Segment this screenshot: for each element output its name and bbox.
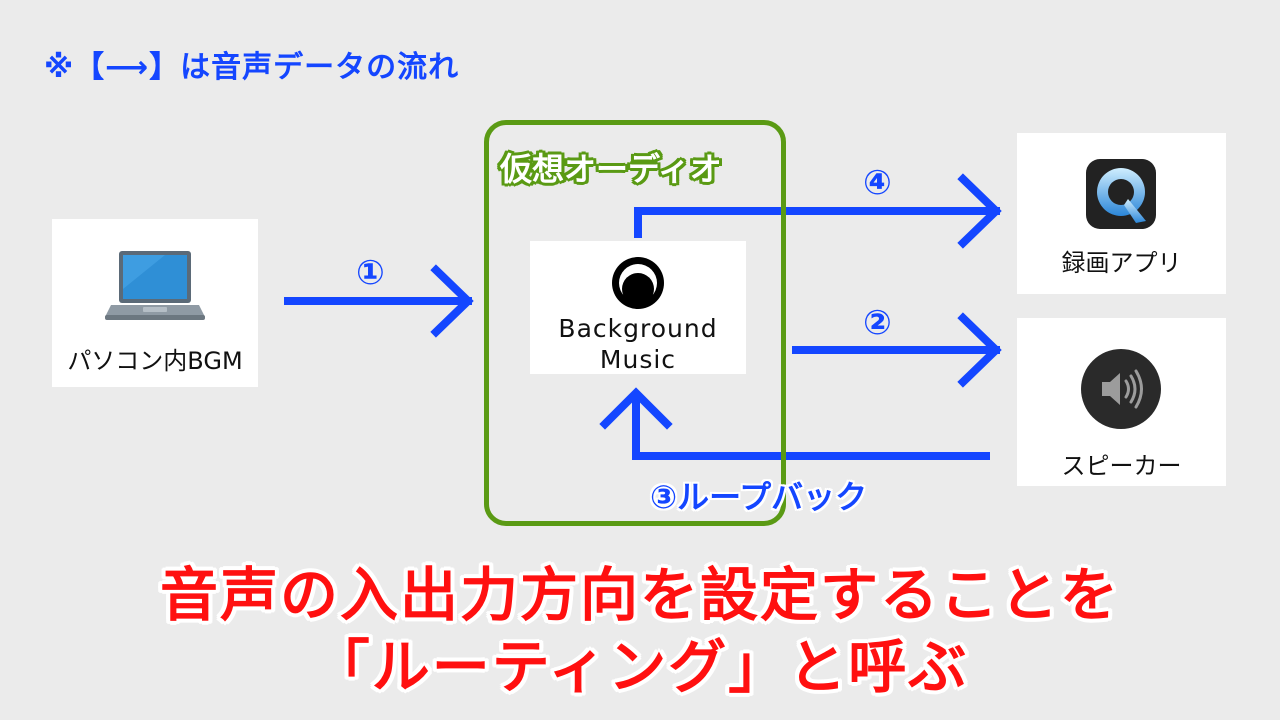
background-music-card: Background Music xyxy=(530,241,746,374)
step2-label: ② xyxy=(863,303,892,343)
recorder-label: 録画アプリ xyxy=(1061,249,1182,277)
speaker-card: スピーカー xyxy=(1017,318,1226,486)
arrow-step4 xyxy=(634,207,1000,238)
source-card: パソコン内BGM xyxy=(52,219,258,387)
arrow-step2-head xyxy=(957,312,1002,388)
arrow-step3-head xyxy=(599,387,673,430)
source-label: パソコン内BGM xyxy=(67,347,243,375)
background-music-icon xyxy=(612,257,664,309)
caption-line2: 「ルーティング」と呼ぶ xyxy=(311,633,969,701)
quicktime-icon xyxy=(1086,159,1156,229)
step1-label: ① xyxy=(356,253,385,293)
arrow-step3 xyxy=(632,392,990,460)
caption-line1: 音声の入出力方向を設定することを xyxy=(159,561,1120,629)
legend-note: ※【⟶】は音声データの流れ xyxy=(44,50,460,85)
background-music-label-line2: Music xyxy=(599,345,677,374)
laptop-icon xyxy=(105,251,205,320)
background-music-label-line1: Background xyxy=(558,314,718,343)
arrow-step1-head xyxy=(430,264,474,338)
recorder-card: 録画アプリ xyxy=(1017,133,1226,294)
step3-loopback-label: ③ループバック xyxy=(650,478,868,516)
step4-label: ④ xyxy=(863,163,892,203)
speaker-icon xyxy=(1081,349,1161,429)
speaker-label: スピーカー xyxy=(1061,452,1182,480)
virtual-audio-title: 仮想オーディオ xyxy=(500,150,722,188)
virtual-audio-box xyxy=(484,120,786,526)
background-music-label: Background Music xyxy=(530,313,746,375)
arrow-step4-head xyxy=(957,173,1002,249)
